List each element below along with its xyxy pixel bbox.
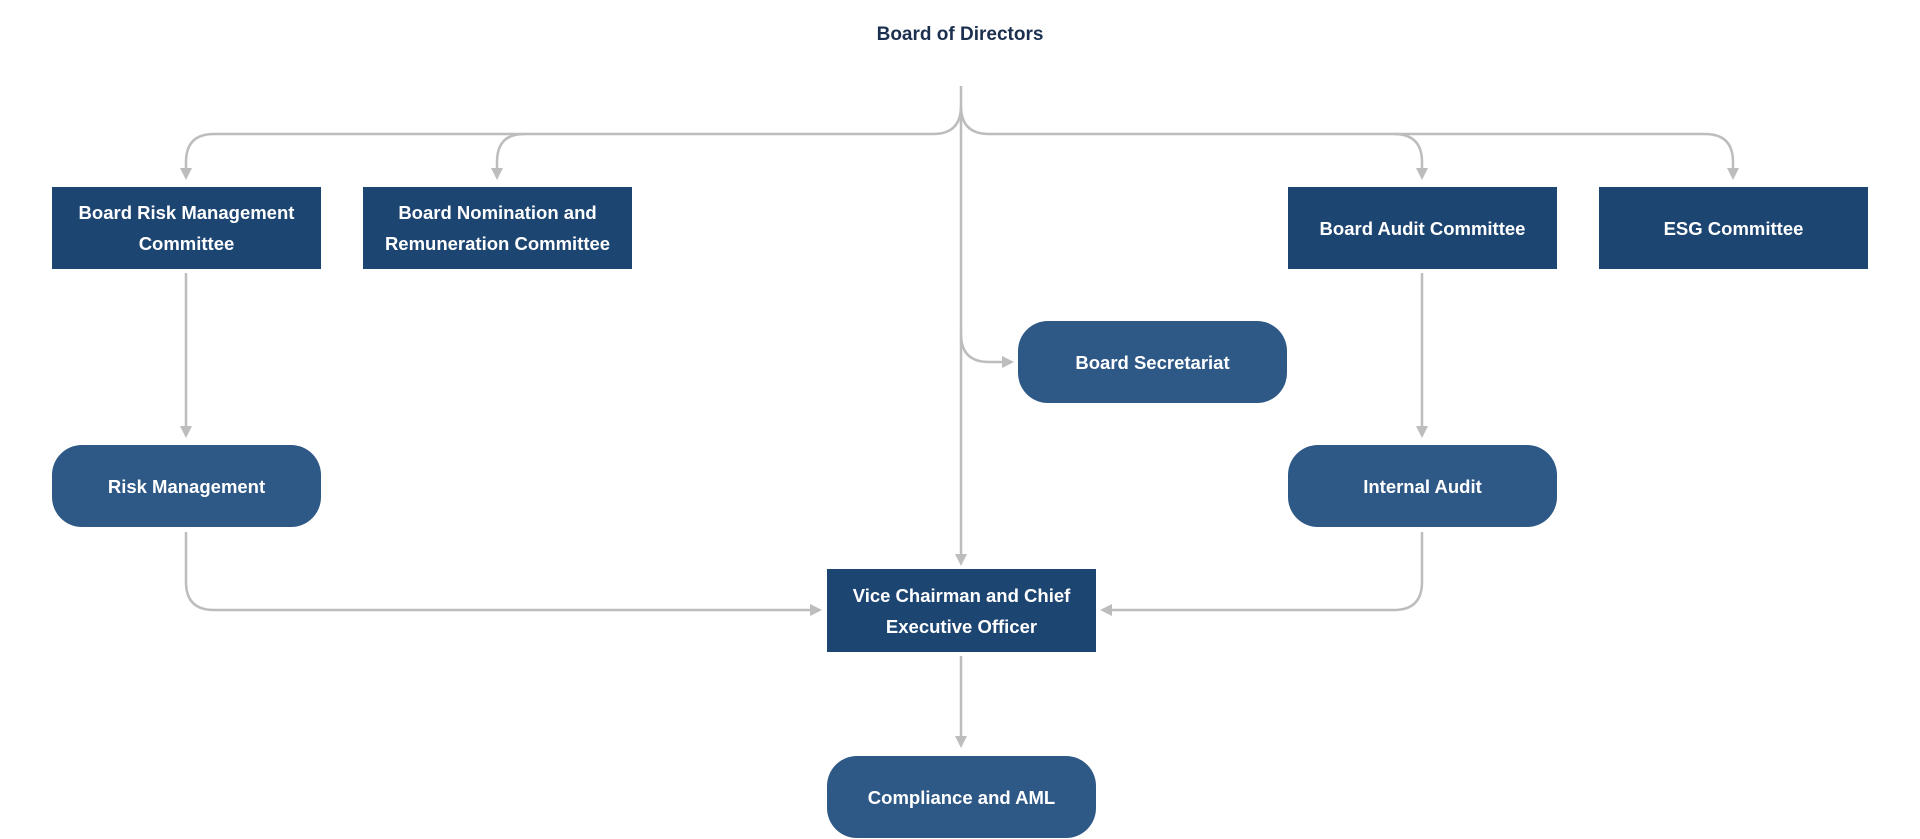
- arrowhead-internal-audit: [1416, 426, 1428, 438]
- internal-audit-label: Internal Audit: [1363, 475, 1482, 497]
- board-risk-management-committee-label: Board Risk Management Committee: [78, 202, 295, 254]
- board-secretariat-box: Board Secretariat: [1018, 321, 1287, 403]
- arrowhead-ceo-left: [810, 604, 822, 616]
- risk-management-label: Risk Management: [107, 475, 266, 497]
- connector-board-to-nomination-committee: [495, 132, 525, 172]
- connector-board-to-esg-committee: [959, 105, 1735, 172]
- arrowhead-audit-committee: [1416, 168, 1428, 180]
- arrowhead-risk-management: [180, 426, 192, 438]
- ceo-box: Vice Chairman and Chief Executive Office…: [827, 569, 1096, 652]
- arrowhead-ceo: [955, 554, 967, 566]
- connector-internal-audit-to-ceo: [1110, 532, 1424, 612]
- arrowhead-compliance: [955, 736, 967, 748]
- arrowhead-ceo-right: [1100, 604, 1112, 616]
- arrowhead-nomination-committee: [491, 168, 503, 180]
- board-audit-committee-label: Board Audit Committee: [1319, 217, 1526, 239]
- compliance-and-aml-label: Compliance and AML: [867, 786, 1056, 808]
- connector-board-to-secretariat: [959, 333, 1005, 364]
- board-nomination-committee-box: Board Nomination and Remuneration Commit…: [363, 187, 632, 269]
- connector-risk-management-to-ceo: [184, 532, 812, 612]
- board-nomination-committee-label: Board Nomination and Remuneration Commit…: [384, 202, 611, 254]
- board-secretariat-label: Board Secretariat: [1075, 351, 1230, 373]
- board-of-directors-title: Board of Directors: [876, 24, 1044, 45]
- board-risk-management-committee-box: Board Risk Management Committee: [52, 187, 321, 269]
- arrowhead-esg-committee: [1727, 168, 1739, 180]
- compliance-and-aml-box: Compliance and AML: [827, 756, 1096, 838]
- connector-board-to-audit-committee: [1393, 132, 1424, 172]
- connector-board-to-risk-committee: [184, 105, 963, 172]
- arrowhead-secretariat: [1002, 356, 1014, 368]
- board-audit-committee-box: Board Audit Committee: [1288, 187, 1557, 269]
- esg-committee-label: ESG Committee: [1663, 217, 1804, 239]
- risk-management-box: Risk Management: [52, 445, 321, 527]
- ceo-label: Vice Chairman and Chief Executive Office…: [852, 584, 1071, 637]
- internal-audit-box: Internal Audit: [1288, 445, 1557, 527]
- esg-committee-box: ESG Committee: [1599, 187, 1868, 269]
- arrowhead-risk-committee: [180, 168, 192, 180]
